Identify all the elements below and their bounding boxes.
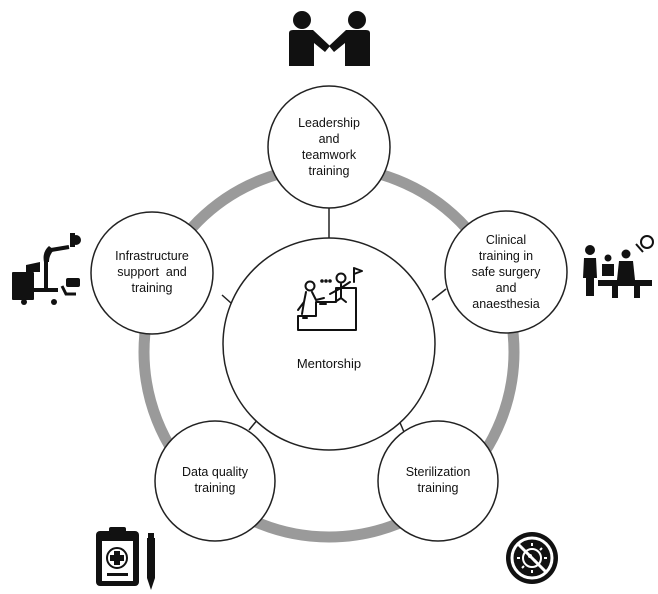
node-data-quality-label: Data quality training bbox=[165, 462, 265, 498]
node-data-quality bbox=[154, 420, 276, 542]
clipboard-pen-icon bbox=[96, 527, 155, 590]
center-label: Mentorship bbox=[296, 356, 362, 371]
label-line: Data quality bbox=[181, 465, 248, 479]
label-line: teamwork bbox=[301, 148, 357, 162]
node-clinical-label: Clinical training in safe surgery and an… bbox=[454, 230, 558, 314]
label-line: anaesthesia bbox=[472, 297, 540, 311]
mentorship-stairs-icon bbox=[297, 267, 363, 331]
spoke-infrastructure bbox=[221, 294, 232, 304]
node-infrastructure-label: Infrastructure support and training bbox=[100, 246, 204, 298]
node-sterilization-label: Sterilization training bbox=[388, 462, 488, 498]
label-line: and bbox=[318, 132, 340, 146]
node-infrastructure bbox=[90, 211, 214, 335]
c-arm-xray-icon bbox=[12, 233, 81, 305]
label-line: support and bbox=[117, 265, 187, 279]
label-line: Infrastructure bbox=[115, 249, 189, 263]
node-leadership bbox=[267, 85, 391, 209]
node-sterilization bbox=[377, 420, 499, 542]
no-germs-icon bbox=[506, 532, 558, 584]
label-line: safe surgery bbox=[471, 265, 541, 279]
spoke-clinical bbox=[431, 288, 447, 301]
center-node bbox=[222, 237, 436, 451]
handshake-icon bbox=[289, 11, 370, 66]
label-line: Leadership bbox=[298, 116, 360, 130]
label-line: training in bbox=[478, 249, 534, 263]
node-leadership-label: Leadership and teamwork training bbox=[279, 112, 379, 182]
label-line: Sterilization bbox=[405, 465, 471, 479]
label-line: training bbox=[417, 481, 459, 495]
label-line: and bbox=[495, 281, 517, 295]
label-line: training bbox=[131, 281, 173, 295]
label-line: training bbox=[308, 164, 350, 178]
label-line: Clinical bbox=[485, 233, 527, 247]
node-clinical bbox=[444, 210, 568, 334]
surgery-team-icon bbox=[583, 235, 654, 298]
label-line: training bbox=[194, 481, 236, 495]
